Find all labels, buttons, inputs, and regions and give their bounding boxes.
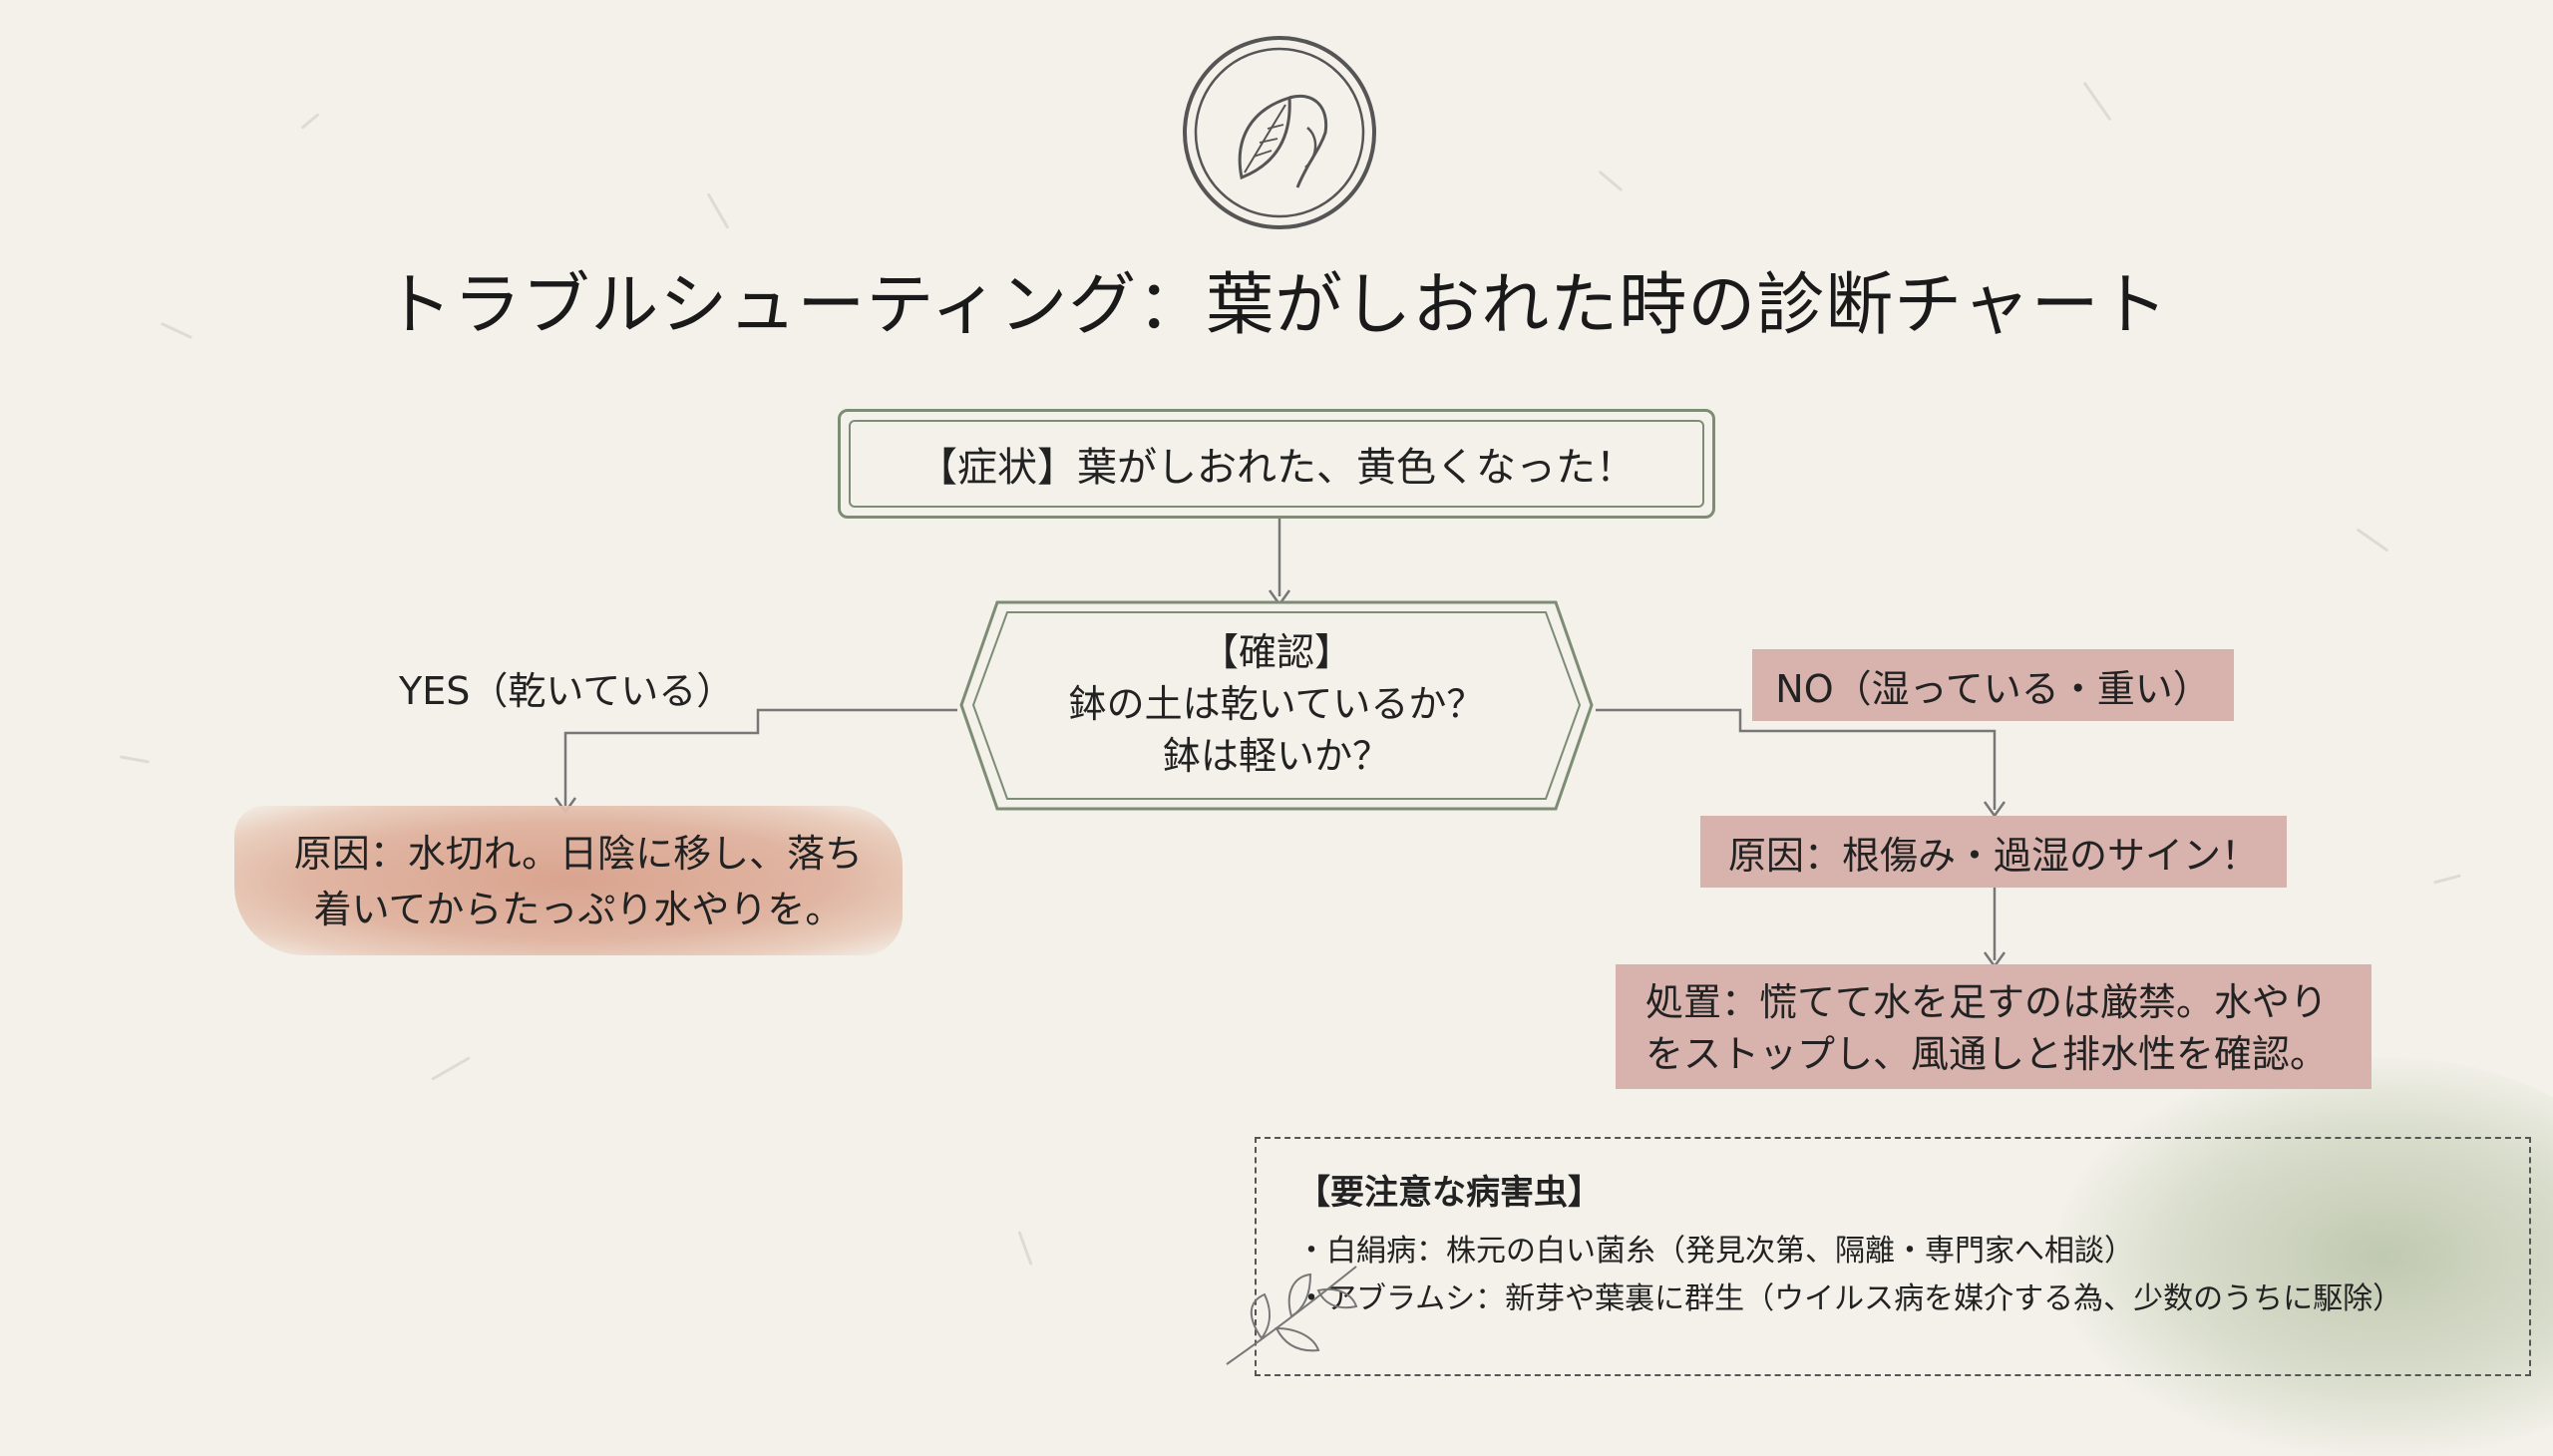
pest-warning-box: 【要注意な病害虫】 ・白絹病：株元の白い菌糸（発見次第、隔離・専門家へ相談） ・… (1255, 1137, 2531, 1376)
page-title: トラブルシューティング：葉がしおれた時の診断チャート (384, 266, 2169, 345)
check-line-1: 鉢の土は乾いているか？ (1068, 682, 1485, 726)
symptom-text: 【症状】葉がしおれた、黄色くなった！ (917, 445, 1636, 491)
pest-item: ・白絹病：株元の白い菌糸（発見次第、隔離・専門家へ相談） (1296, 1234, 2134, 1269)
yes-branch-label: YES（乾いている） (399, 669, 735, 713)
yes-cause-text: 原因：水切れ。日陰に移し、落ち 着いてからたっぷり水やりを。 (269, 826, 888, 937)
leaf-emblem-icon (1183, 36, 1376, 229)
check-text: 【確認】 鉢の土は乾いているか？ 鉢は軽いか？ (957, 626, 1596, 782)
no-branch-label: NO（湿っている・重い） (1752, 649, 2234, 721)
no-action-box: 処置：慌てて水を足すのは厳禁。水やり をストップし、風通しと排水性を確認。 (1616, 964, 2371, 1089)
check-line-2: 鉢は軽いか？ (1162, 734, 1390, 778)
sprig-icon (1226, 1266, 1358, 1365)
check-hexagon (959, 600, 1594, 811)
yes-cause-line-1: 原因：水切れ。日陰に移し、落ち (293, 832, 864, 876)
yes-cause-wash (234, 806, 903, 955)
no-cause-box: 原因：根傷み・過湿のサイン！ (1700, 816, 2287, 888)
no-action-line-1: 処置：慌てて水を足すのは厳禁。水やり (1645, 980, 2329, 1024)
check-heading: 【確認】 (1200, 630, 1352, 674)
no-action-line-2: をストップし、風通しと排水性を確認。 (1645, 1032, 2329, 1076)
symptom-box: 【症状】葉がしおれた、黄色くなった！ (838, 409, 1715, 519)
pest-item: ・アブラムシ：新芽や葉裏に群生（ウイルス病を媒介する為、少数のうちに駆除） (1296, 1281, 2403, 1316)
pest-title: 【要注意な病害虫】 (1296, 1173, 1602, 1213)
yes-cause-line-2: 着いてからたっぷり水やりを。 (313, 888, 844, 931)
